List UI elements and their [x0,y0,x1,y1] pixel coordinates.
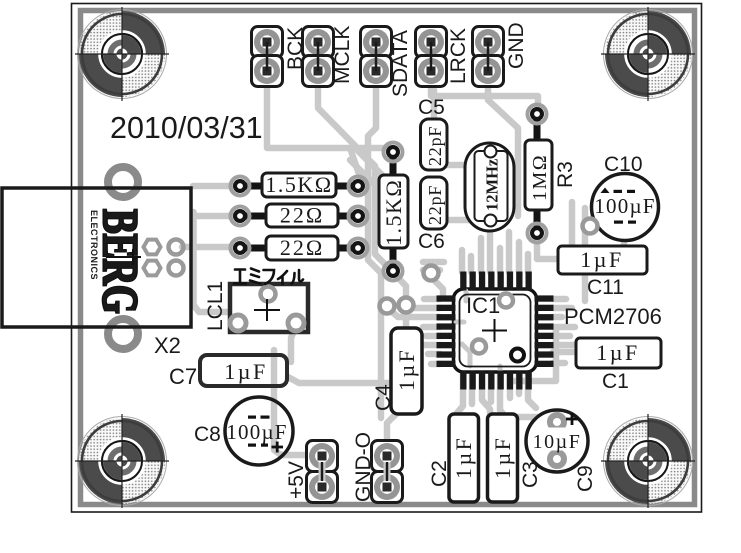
svg-text:1µF: 1µF [394,348,419,391]
svg-text:C5: C5 [418,96,445,119]
svg-text:C7: C7 [169,364,197,389]
svg-text:+5V: +5V [285,461,308,499]
svg-text:1MΩ: 1MΩ [529,154,551,201]
svg-text:GND: GND [505,22,528,69]
svg-text:BCK: BCK [284,27,307,70]
svg-text:IC1: IC1 [466,293,500,318]
svg-text:SDATA: SDATA [389,30,412,97]
svg-text:1.5KΩ: 1.5KΩ [381,179,406,246]
svg-text:C10: C10 [604,153,643,176]
svg-text:2010/03/31: 2010/03/31 [110,111,263,145]
svg-text:1.5KΩ: 1.5KΩ [265,172,332,197]
svg-text:C3: C3 [519,461,542,488]
svg-text:1µF: 1µF [490,436,515,479]
svg-text:MCLK: MCLK [331,26,354,84]
svg-text:100µF: 100µF [594,194,655,218]
svg-text:C8: C8 [194,423,221,446]
svg-text:C6: C6 [418,230,445,253]
svg-text:C2: C2 [428,460,451,487]
svg-text:BERG: BERG [93,209,149,314]
svg-text:1µF: 1µF [451,436,476,479]
svg-text:C1: C1 [602,370,629,393]
svg-text:22pF: 22pF [425,126,445,166]
svg-text:12MHz: 12MHz [483,159,502,211]
svg-text:X2: X2 [154,333,181,358]
svg-text:C9: C9 [574,465,597,492]
svg-text:LRCK: LRCK [447,28,470,84]
svg-text:22Ω: 22Ω [280,203,324,228]
svg-text:1µF: 1µF [596,340,639,365]
svg-text:ELECTRONICS: ELECTRONICS [89,210,99,280]
svg-text:22Ω: 22Ω [280,235,324,260]
svg-text:1µF: 1µF [580,247,623,272]
svg-text:1µF: 1µF [224,359,267,384]
svg-text:BERG: BERG [93,209,149,314]
svg-text:R3: R3 [554,161,577,188]
svg-text:100µF: 100µF [226,420,287,444]
svg-text:LCL1: LCL1 [204,281,227,331]
svg-text:22pF: 22pF [425,185,445,225]
svg-text:10µF: 10µF [533,431,582,453]
svg-text:C4: C4 [372,384,395,411]
svg-text:C11: C11 [587,276,624,299]
svg-text:PCM2706: PCM2706 [564,304,662,329]
svg-text:GND-O: GND-O [352,432,375,502]
